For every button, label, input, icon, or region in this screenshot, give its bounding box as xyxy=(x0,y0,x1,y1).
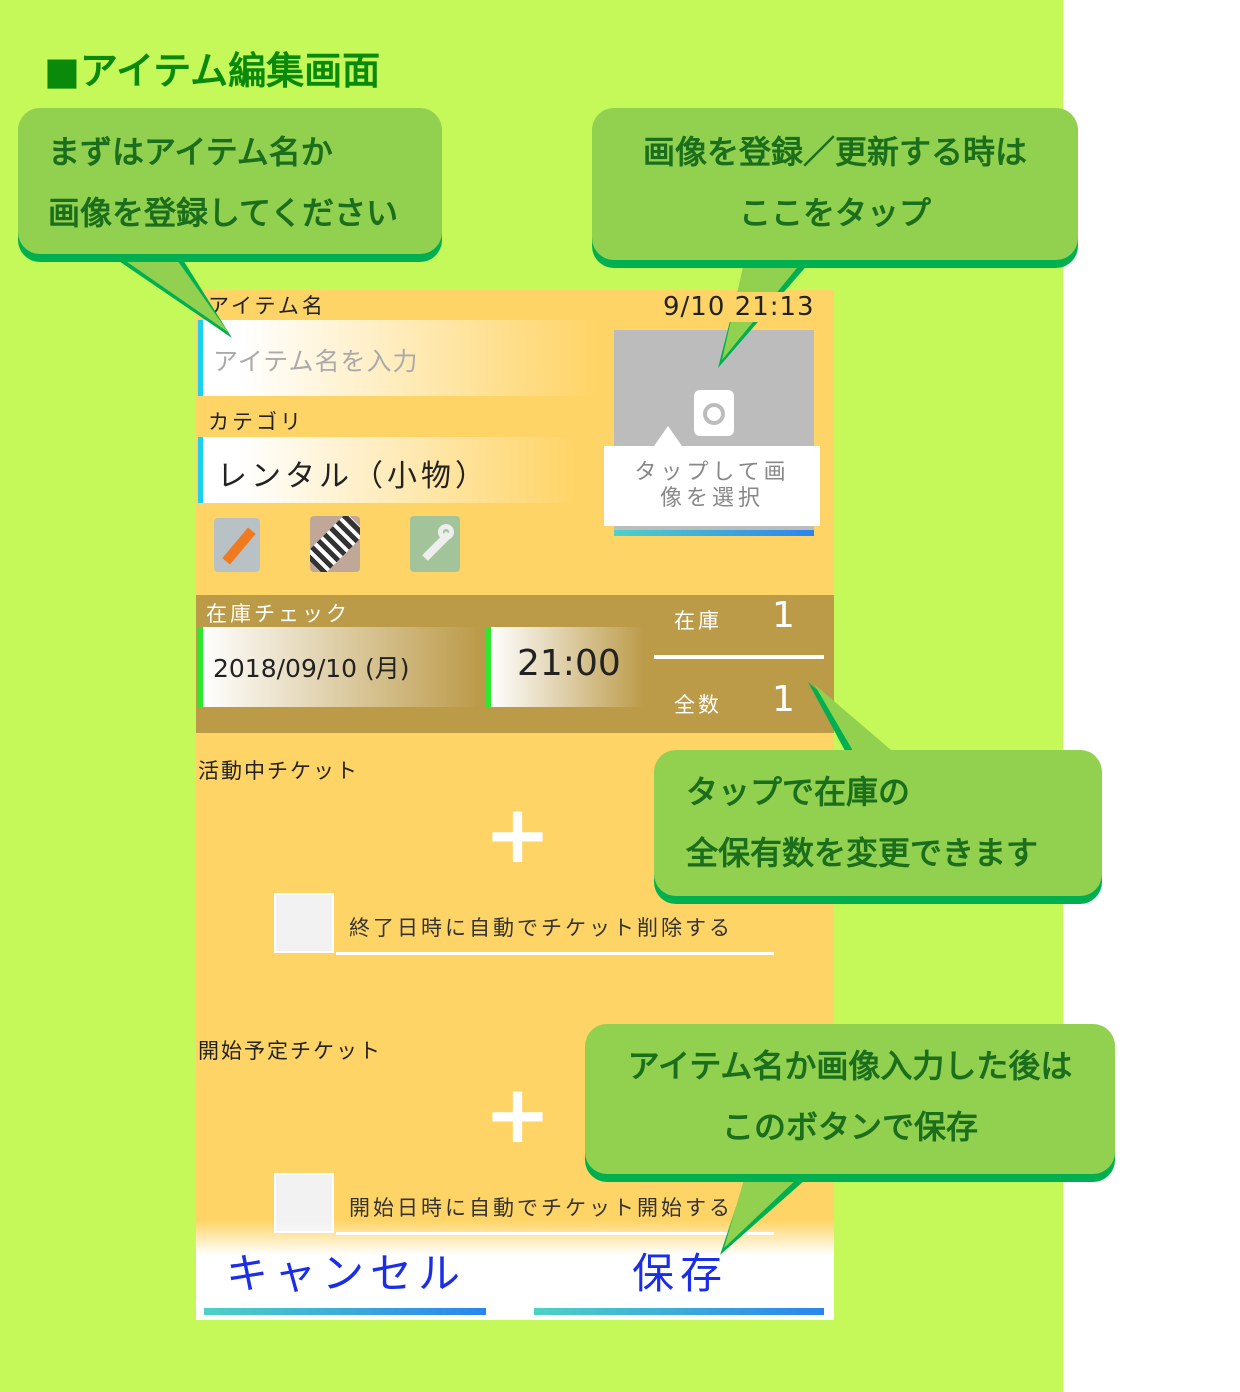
callout-text: 全保有数を変更できます xyxy=(686,834,1039,872)
callout-image-tap: 画像を登録／更新する時は ここをタップ xyxy=(592,108,1078,260)
auto-start-label: 開始日時に自動でチケット開始する xyxy=(349,1196,733,1220)
callout-text: 画像を登録してください xyxy=(48,194,399,232)
notepad-icon[interactable] xyxy=(214,518,260,572)
stock-count-button[interactable]: 在庫 1 全数 1 xyxy=(654,595,834,733)
category-select[interactable]: レンタル（小物） xyxy=(198,437,578,503)
callout-tail xyxy=(110,250,228,332)
camera-icon xyxy=(694,390,734,436)
time-field[interactable]: 21:00 xyxy=(486,627,646,707)
callout-text: ここをタップ xyxy=(738,194,931,232)
callout-tail xyxy=(110,255,232,338)
barcode-icon[interactable] xyxy=(310,516,360,572)
add-scheduled-ticket-button[interactable]: + xyxy=(484,1068,552,1161)
callout-tail xyxy=(814,684,898,756)
save-underline xyxy=(534,1308,824,1315)
callout-tail xyxy=(724,1176,800,1248)
callout-text: このボタンで保存 xyxy=(721,1108,978,1146)
callout-stock-tap: タップで在庫の 全保有数を変更できます xyxy=(654,750,1102,896)
image-button-label: タップして画 xyxy=(634,460,790,485)
callout-save: アイテム名か画像入力した後は このボタンで保存 xyxy=(585,1024,1115,1174)
auto-delete-checkbox[interactable] xyxy=(274,893,334,953)
category-label: カテゴリ xyxy=(208,410,304,434)
total-label: 全数 xyxy=(674,693,722,717)
category-value: レンタル（小物） xyxy=(217,459,489,494)
cancel-underline xyxy=(204,1308,486,1315)
callout-text: 画像を登録／更新する時は xyxy=(642,133,1027,171)
date-field[interactable]: 2018/09/10 (月) xyxy=(198,627,482,707)
image-button-underline xyxy=(614,530,814,536)
wrench-icon[interactable] xyxy=(410,516,460,572)
divider xyxy=(654,655,824,659)
stock-check-panel: 在庫チェック 2018/09/10 (月) 21:00 在庫 1 全数 1 xyxy=(196,595,834,733)
stock-value: 1 xyxy=(772,595,798,636)
page-title: ■アイテム編集画面 xyxy=(44,49,381,93)
item-name-input[interactable]: アイテム名を入力 xyxy=(198,320,598,396)
item-name-placeholder: アイテム名を入力 xyxy=(213,347,419,376)
callout-text: タップで在庫の xyxy=(686,773,911,811)
active-tickets-label: 活動中チケット xyxy=(198,759,359,783)
save-button[interactable]: 保存 xyxy=(631,1249,728,1298)
total-value: 1 xyxy=(772,679,798,720)
image-select-button[interactable]: タップして画 像を選択 xyxy=(604,330,820,536)
stock-label: 在庫 xyxy=(674,609,722,633)
callout-text: まずはアイテム名か xyxy=(48,133,333,171)
cancel-button[interactable]: キャンセル xyxy=(225,1249,466,1298)
stock-check-label: 在庫チェック xyxy=(206,602,350,626)
auto-delete-label: 終了日時に自動でチケット削除する xyxy=(349,916,733,940)
divider xyxy=(336,952,774,955)
image-button-label: 像を選択 xyxy=(659,486,764,511)
scheduled-tickets-label: 開始予定チケット xyxy=(198,1039,382,1063)
item-name-label: アイテム名 xyxy=(208,294,326,318)
callout-name-or-image: まずはアイテム名か 画像を登録してください xyxy=(18,108,442,254)
callout-text: アイテム名か画像入力した後は xyxy=(627,1047,1073,1085)
datetime: 9/10 21:13 xyxy=(661,292,817,322)
add-active-ticket-button[interactable]: + xyxy=(484,788,552,881)
